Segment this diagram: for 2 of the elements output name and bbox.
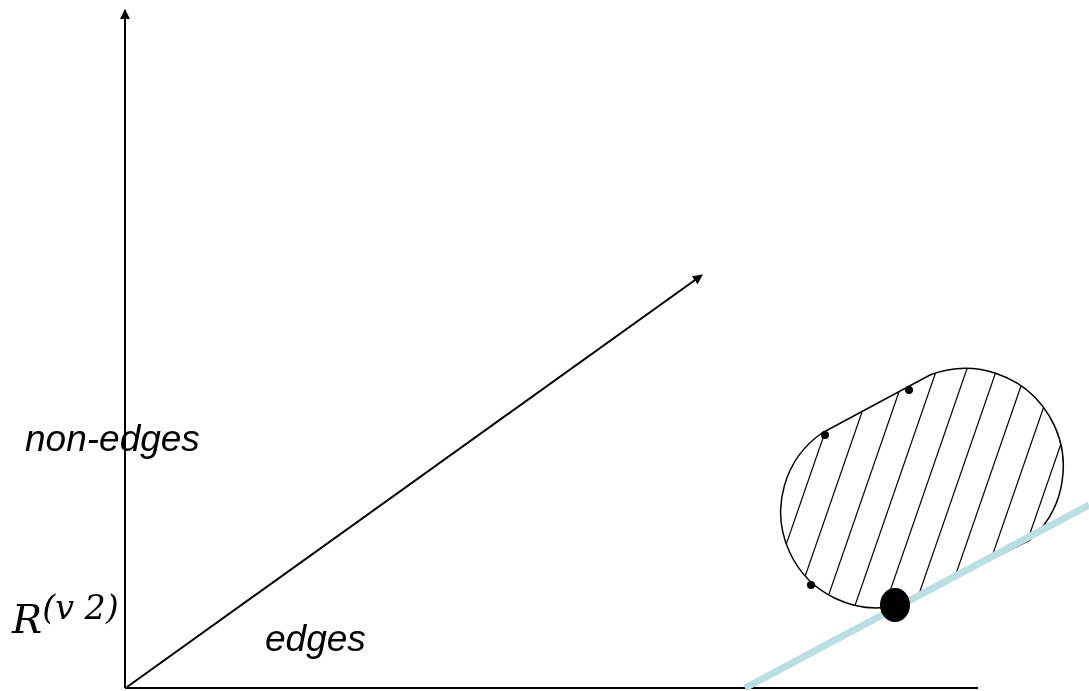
- axis-label: edges: [265, 618, 366, 660]
- space-label: R$^{(v 2)}$: [12, 588, 119, 643]
